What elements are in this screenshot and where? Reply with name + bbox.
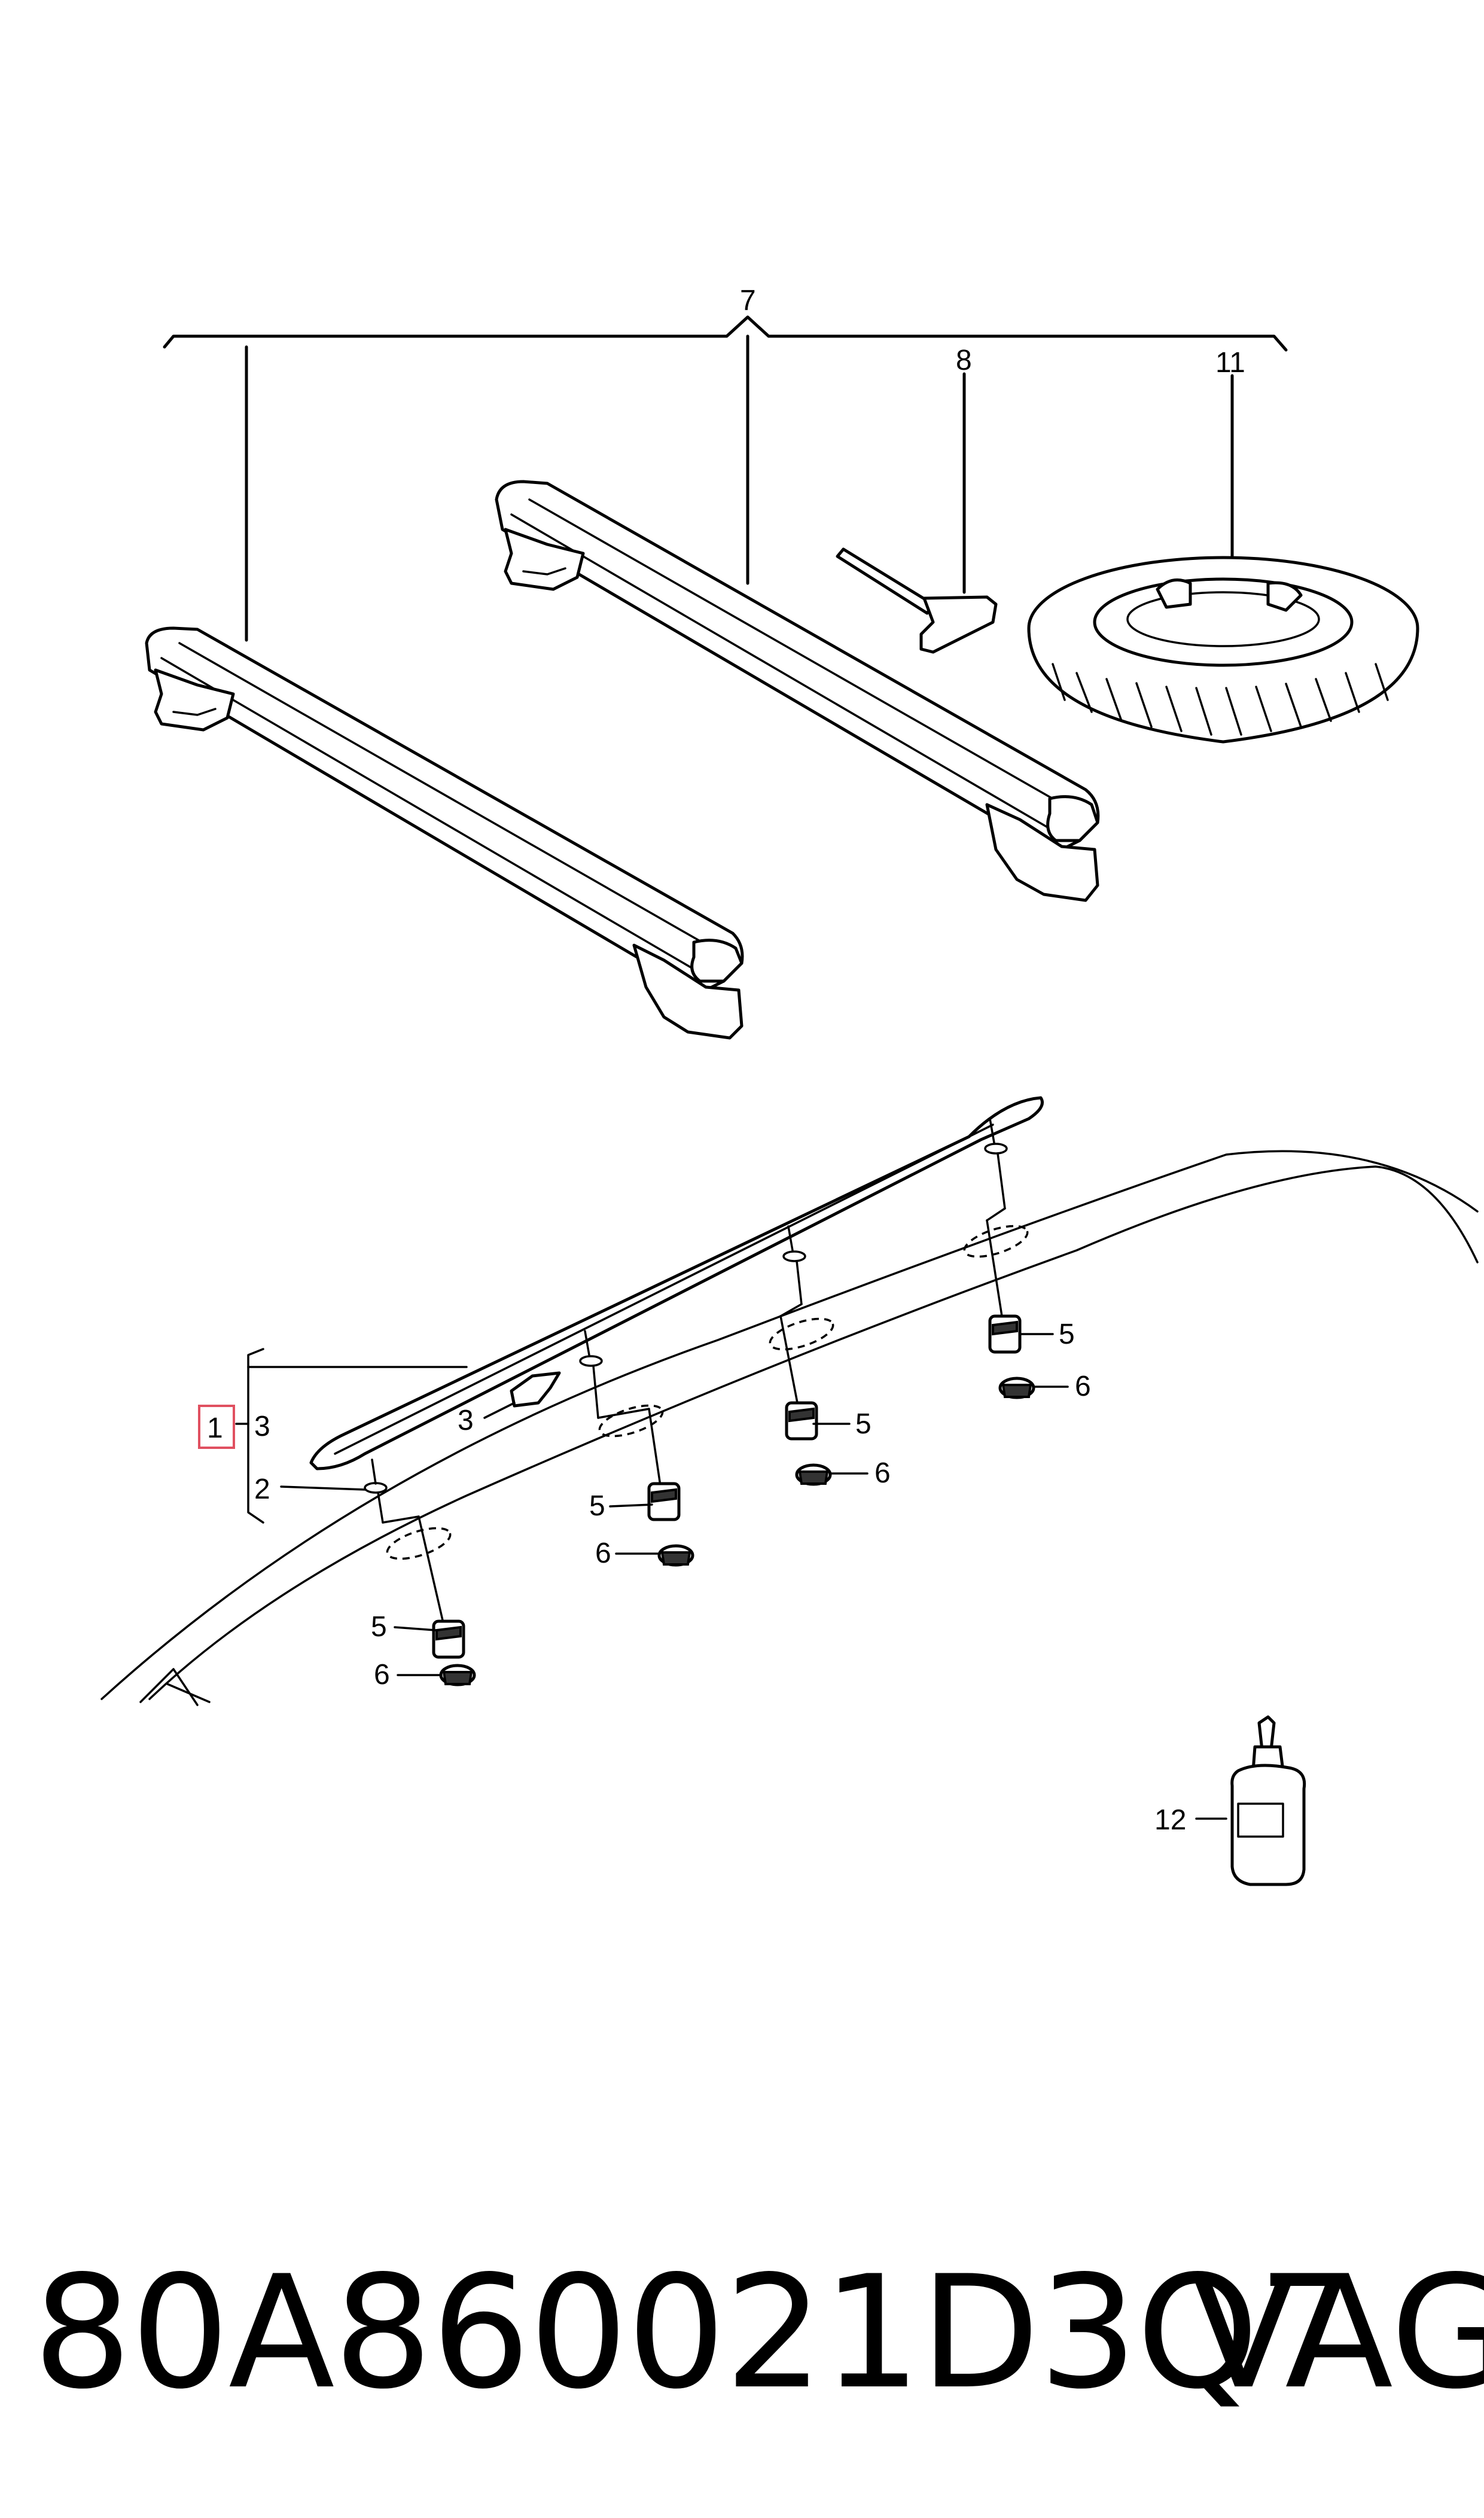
callout-12: 12 <box>1154 1804 1186 1836</box>
callout-1-highlight <box>198 1405 235 1449</box>
clip-nut-set-b <box>647 1482 694 1567</box>
callout-11: 11 <box>1215 347 1245 379</box>
clip-nut-set-a <box>432 1619 476 1686</box>
callout-1: 1 <box>207 1412 223 1444</box>
callout-7: 7 <box>740 285 756 316</box>
callout-6-a: 6 <box>374 1659 390 1691</box>
clip-nut-set-c <box>785 1401 832 1486</box>
clip-nut-set-d <box>988 1314 1035 1399</box>
callout-3-rail: 3 <box>254 1411 270 1442</box>
callout-5-a: 5 <box>371 1611 387 1643</box>
ring-item-11 <box>1027 374 1419 744</box>
callout-6-c: 6 <box>874 1457 891 1489</box>
crossbar-right <box>495 480 1100 902</box>
callout-6-b: 6 <box>595 1537 611 1569</box>
callout-5-b: 5 <box>589 1490 605 1522</box>
rail-fixings <box>364 1118 1029 1634</box>
part-number: 80A860021D3Q7 <box>33 2243 1357 2423</box>
roof-outline <box>100 1150 1479 1706</box>
leader-lines <box>235 1333 1069 1676</box>
callout-5-d: 5 <box>1059 1319 1075 1350</box>
crossbar-left <box>145 626 744 1040</box>
callout-3-clip: 3 <box>458 1405 474 1436</box>
callout-8: 8 <box>956 345 972 376</box>
key-tool <box>836 372 998 654</box>
roof-rail <box>309 1096 1044 1470</box>
brand-label: VAG <box>1190 2243 1484 2423</box>
callout-2: 2 <box>254 1473 270 1505</box>
adhesive-bottle <box>1195 1715 1306 1886</box>
group-bracket-7 <box>163 315 1288 642</box>
callout-6-d: 6 <box>1075 1371 1091 1402</box>
callout-5-c: 5 <box>855 1408 871 1440</box>
